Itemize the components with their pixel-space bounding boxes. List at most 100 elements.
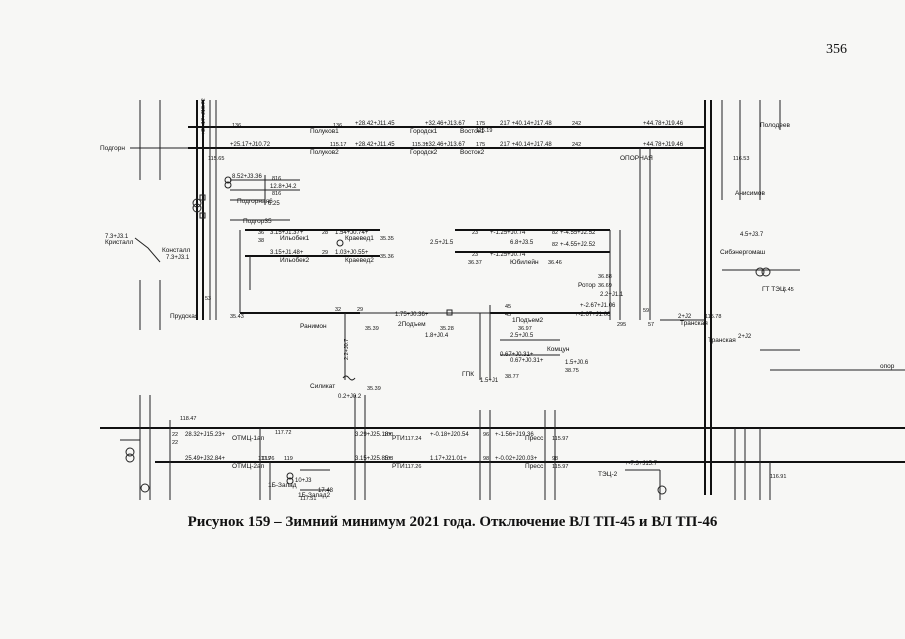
voltage-value: 36.69 xyxy=(598,283,612,289)
voltage-value: 35.36 xyxy=(380,254,394,260)
branch-number: 136 xyxy=(232,123,241,129)
node-label: Полуков1 xyxy=(310,128,339,135)
flow-value: 217 +40.14+J17.48 xyxy=(500,142,552,148)
transformer-sibenergo-icon xyxy=(755,267,765,277)
flow-value: 3.15+J25.85+ xyxy=(355,456,392,462)
breaker-icon xyxy=(446,309,453,316)
flow-value: +25.17+J10.72 xyxy=(230,142,271,148)
branch-number: 23 xyxy=(472,252,478,258)
branch-number: 59 xyxy=(643,308,649,314)
vertical-annotation: +25.17+J10.72 xyxy=(201,98,207,135)
node-label: ОТМЦ-2ап xyxy=(232,463,265,470)
power-grid-scheme: Подгорн Полуков1 Полуков2 Городск1 Город… xyxy=(100,98,905,502)
node-label: Подгорная6 xyxy=(237,198,273,205)
flow-value: 1.5+J0.6 xyxy=(565,360,589,366)
transformer-podgorn-icon xyxy=(192,198,202,208)
flow-value: +-2.67+J1.06 xyxy=(575,312,611,318)
voltage-value: 6.45 xyxy=(783,287,794,293)
flow-value: +32.46+J13.67 xyxy=(425,121,466,127)
flow-value: +28.42+J11.45 xyxy=(355,121,395,127)
voltage-value: 38.75 xyxy=(565,368,579,374)
branch-number: 96 xyxy=(483,432,489,438)
flow-value: 1.8+J0.4 xyxy=(425,333,449,339)
branch-number: 175 xyxy=(476,121,485,127)
flow-value: 1.54+J0.74+ xyxy=(335,230,369,236)
node-label: Транская xyxy=(708,337,736,344)
flow-value: +-0.18+J20.54 xyxy=(430,432,469,438)
flow-value: +-4.55+J2.52 xyxy=(560,242,596,248)
node-label: Ильобек2 xyxy=(280,256,310,264)
flow-value: 2.2+J1.1 xyxy=(600,292,624,298)
flow-value: 3.29+J25.18+ xyxy=(355,432,392,438)
node-label: Консталл xyxy=(162,247,191,254)
node-label: Комцун xyxy=(547,346,570,353)
branch-number: 816 xyxy=(272,176,281,182)
branch-number: 28 xyxy=(322,230,328,236)
node-label: 1Б-Запад2 xyxy=(298,492,331,499)
branch-number: 242 xyxy=(572,142,581,148)
flow-value: +-1.25+J0.74 xyxy=(490,252,526,258)
branch-number: 242 xyxy=(572,121,581,127)
node-label: Сибэнергомаш xyxy=(720,248,765,256)
transformer-bottom-right-icon xyxy=(657,485,667,495)
node-label: Полодеев xyxy=(760,122,791,129)
branch-number: 100 xyxy=(384,432,393,438)
flow-value: 1.03+J0.55+ xyxy=(335,250,369,256)
branch-number: 29 xyxy=(322,250,328,256)
page-number: 356 xyxy=(826,42,847,57)
node-label: Ранимон xyxy=(300,323,327,330)
flow-value: 12.8+J4.2 xyxy=(270,184,297,190)
flow-value: 3.15+J1.37+ xyxy=(270,230,304,236)
branch-number: 22 xyxy=(172,432,178,438)
voltage-value: 115.97 xyxy=(552,464,568,470)
voltage-value: 118.47 xyxy=(180,416,196,422)
node-label: Подгор35 xyxy=(243,218,272,225)
flow-value: +-1.25+J0.74 xyxy=(490,230,526,236)
node-label: ОПОРНАЯ xyxy=(620,155,653,162)
voltage-value: 35.39 xyxy=(367,386,381,392)
branch-number: 57 xyxy=(648,322,654,328)
node-label: Ротор xyxy=(578,282,596,289)
flow-value: 3.15+J1.48+ xyxy=(270,250,304,256)
flow-value: +-4.55+J2.52 xyxy=(560,230,596,236)
node-label: Подгорн xyxy=(100,145,125,152)
flow-value: 8.52+J3.36 xyxy=(232,174,263,180)
voltage-value: 115.31 xyxy=(412,142,428,148)
node-label: опор xyxy=(880,363,895,370)
kristall-arrow-icon xyxy=(134,237,161,263)
flow-value: 4.5+J3.7 xyxy=(740,232,764,238)
branch-number: 82 xyxy=(552,242,558,248)
flow-value: 1.17+J21.01+ xyxy=(430,456,467,462)
node-label: Ильобек1 xyxy=(280,234,310,242)
branch-number: 53 xyxy=(205,296,211,302)
flow-value: 28.32+J15.23+ xyxy=(185,432,226,438)
generator-otmu-icon xyxy=(140,483,150,493)
flow-value: 2+J2 xyxy=(678,314,692,320)
node-label: Краевед2 xyxy=(345,257,374,264)
branch-number: 23 xyxy=(472,230,478,236)
voltage-value: 35.28 xyxy=(440,326,454,332)
node-label: Пресс xyxy=(525,463,544,470)
voltage-value: 117.26 xyxy=(405,464,421,470)
node-label: Юбилейн xyxy=(510,258,539,266)
branch-number: 45 xyxy=(505,304,511,310)
flow-value: 217 +40.14+J17.48 xyxy=(500,121,552,127)
voltage-value: 36.88 xyxy=(598,274,612,280)
node-label: РТИ xyxy=(392,435,405,442)
node-label: Транская xyxy=(680,320,708,327)
node-label: Полуков2 xyxy=(310,149,339,156)
flow-value: 2.5+J0.5 xyxy=(510,333,534,339)
flow-value: 6.25 xyxy=(268,201,280,207)
flow-value: +44.78+J19.46 xyxy=(643,142,684,148)
node-label: Прудская xyxy=(170,313,199,320)
branch-number: 22 xyxy=(172,440,178,446)
node-label: Силикат xyxy=(310,383,335,390)
node-label: Городск2 xyxy=(410,149,438,156)
branch-number: 816 xyxy=(272,191,281,197)
node-label: Восток1 xyxy=(460,128,485,135)
node-label: 2Подъем xyxy=(398,321,426,328)
voltage-value: 35.35 xyxy=(380,236,394,242)
voltage-value: 117.76 xyxy=(258,456,274,462)
voltage-value: 115.19 xyxy=(476,128,492,134)
node-label: 1Б-Запад xyxy=(268,482,297,489)
